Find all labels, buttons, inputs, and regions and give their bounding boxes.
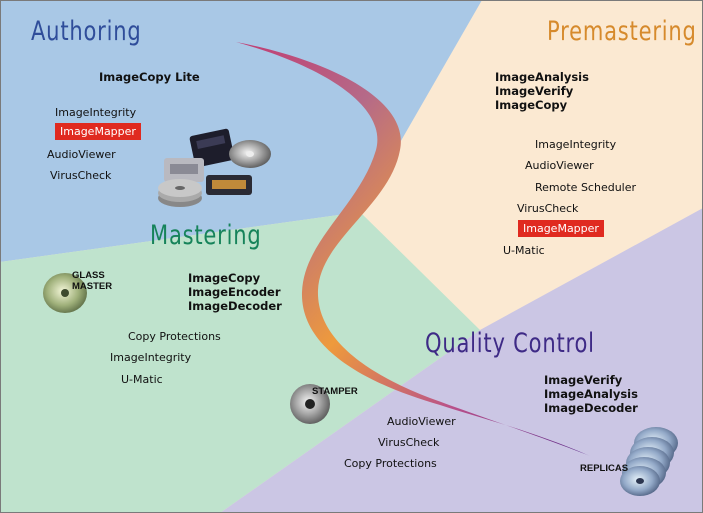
authoring-title: Authoring: [31, 16, 142, 47]
media-cluster-icon: [158, 128, 271, 207]
authoring-item-audioviewer: AudioViewer: [47, 148, 116, 161]
mastering-title: Mastering: [150, 220, 262, 251]
quality-control-item-audioviewer: AudioViewer: [387, 415, 456, 428]
quality-control-item-copy-protections: Copy Protections: [344, 457, 437, 470]
premastering-item-u-matic: U-Matic: [503, 244, 545, 257]
replicas-disc-stack-icon: [620, 427, 678, 496]
authoring-headline: ImageCopy Lite: [99, 70, 200, 84]
premastering-item-remote-scheduler: Remote Scheduler: [535, 181, 637, 194]
mastering-product-imagecopy: ImageCopy: [188, 271, 261, 285]
glass-master-label-line1: GLASS: [72, 270, 105, 281]
mastering-item-u-matic: U-Matic: [121, 373, 163, 386]
glass-master-disc-icon: [43, 273, 87, 313]
mastering-product-imagedecoder: ImageDecoder: [188, 299, 282, 313]
premastering-item-audioviewer: AudioViewer: [525, 159, 594, 172]
premastering-product-imageanalysis: ImageAnalysis: [495, 70, 589, 84]
mastering-product-imageencoder: ImageEncoder: [188, 285, 281, 299]
premastering-item-imagemapper: ImageMapper: [518, 220, 604, 237]
premastering-product-imageverify: ImageVerify: [495, 84, 574, 98]
premastering-title: Premastering: [547, 16, 697, 47]
authoring-item-viruscheck: VirusCheck: [50, 169, 112, 182]
mastering-item-imageintegrity: ImageIntegrity: [110, 351, 192, 364]
quality-control-title: Quality Control: [425, 328, 595, 359]
premastering-item-viruscheck: VirusCheck: [517, 202, 579, 215]
quality-control-region: [220, 208, 703, 513]
mastering-region: [0, 212, 480, 513]
quality-control-product-imageverify: ImageVerify: [544, 373, 623, 387]
replicas-label: REPLICAS: [580, 463, 629, 474]
premastering-item-imageintegrity: ImageIntegrity: [535, 138, 617, 151]
premastering-product-imagecopy: ImageCopy: [495, 98, 568, 112]
quality-control-product-imageanalysis: ImageAnalysis: [544, 387, 638, 401]
quality-control-product-imagedecoder: ImageDecoder: [544, 401, 638, 415]
glass-master-label-line2: MASTER: [72, 281, 113, 292]
quality-control-item-viruscheck: VirusCheck: [378, 436, 440, 449]
authoring-item-imagemapper: ImageMapper: [55, 123, 141, 140]
stamper-label: STAMPER: [312, 386, 358, 397]
stamper-disc-icon: [290, 384, 330, 424]
mastering-item-copy-protections: Copy Protections: [128, 330, 221, 343]
authoring-item-imageintegrity: ImageIntegrity: [55, 106, 137, 119]
